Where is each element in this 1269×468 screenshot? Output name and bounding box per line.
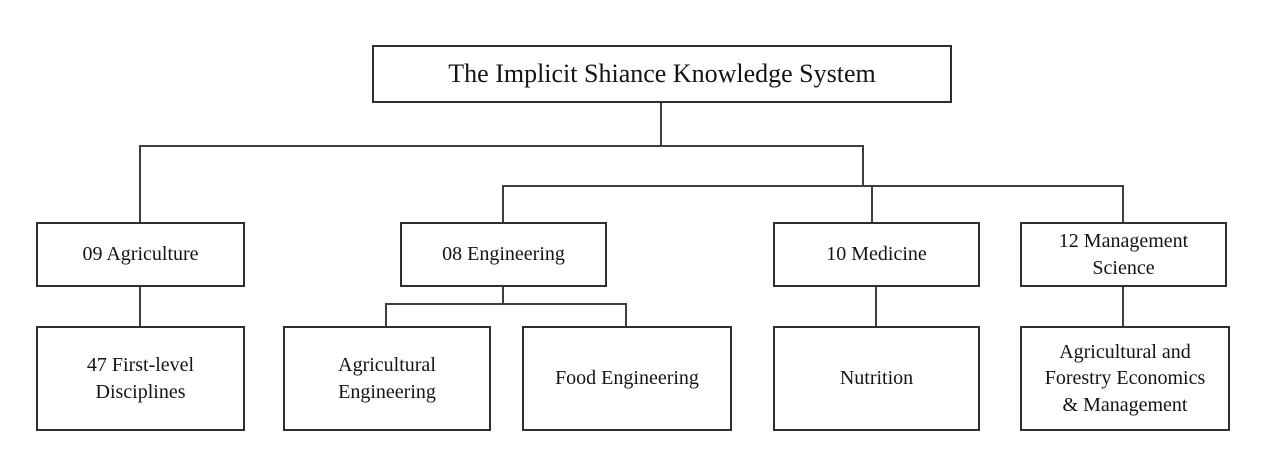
node-engineering-label: 08 Engineering (442, 243, 565, 266)
connector-agri-eng-drop (385, 303, 387, 326)
node-first-level-disciplines: 47 First-level Disciplines (36, 326, 245, 431)
node-management-science: 12 Management Science (1020, 222, 1227, 287)
node-agricultural-engineering-label-line2: Engineering (338, 380, 436, 403)
node-management-science-label-line1: 12 Management (1058, 230, 1189, 253)
node-management-science-label-line2: Science (1092, 256, 1155, 279)
node-root-title: The Implicit Shiance Knowledge System (372, 45, 952, 103)
connector-nutrition-stem (875, 287, 877, 326)
connector-food-eng-drop (625, 303, 627, 326)
connector-medicine-drop (871, 185, 873, 222)
connector-mid-vertical (862, 145, 864, 187)
node-agricultural-engineering: Agricultural Engineering (283, 326, 491, 431)
node-agri-forestry-econ-mgmt: Agricultural and Forestry Economics & Ma… (1020, 326, 1230, 431)
node-agriculture-label: 09 Agriculture (82, 243, 199, 266)
connector-engineering-child-stem (502, 287, 504, 305)
connector-management-drop (1122, 185, 1124, 222)
node-food-engineering-label: Food Engineering (555, 367, 699, 390)
node-agricultural-engineering-label-line1: Agricultural (338, 354, 436, 377)
node-medicine: 10 Medicine (773, 222, 980, 287)
connector-level1-horizontal (139, 145, 864, 147)
node-first-level-disciplines-label-line2: Disciplines (95, 380, 186, 403)
node-agri-forestry-econ-mgmt-label-line3: & Management (1062, 393, 1188, 416)
connector-agriculture-drop (139, 145, 141, 222)
connector-level1b-horizontal (502, 185, 1124, 187)
node-food-engineering: Food Engineering (522, 326, 732, 431)
node-agriculture: 09 Agriculture (36, 222, 245, 287)
node-nutrition: Nutrition (773, 326, 980, 431)
connector-root-stem (660, 102, 662, 147)
node-agri-forestry-econ-mgmt-label-line2: Forestry Economics (1044, 367, 1206, 390)
node-engineering: 08 Engineering (400, 222, 607, 287)
connector-agriculture-child-stem (139, 287, 141, 326)
node-first-level-disciplines-label-line1: 47 First-level (86, 354, 195, 377)
connector-engineering-horizontal (385, 303, 627, 305)
node-agri-forestry-econ-mgmt-label-line1: Agricultural and (1059, 340, 1191, 363)
connector-afem-stem (1122, 287, 1124, 326)
connector-engineering-drop (502, 185, 504, 222)
node-medicine-label: 10 Medicine (826, 243, 927, 266)
node-nutrition-label: Nutrition (839, 367, 914, 390)
node-root-label: The Implicit Shiance Knowledge System (448, 58, 876, 88)
